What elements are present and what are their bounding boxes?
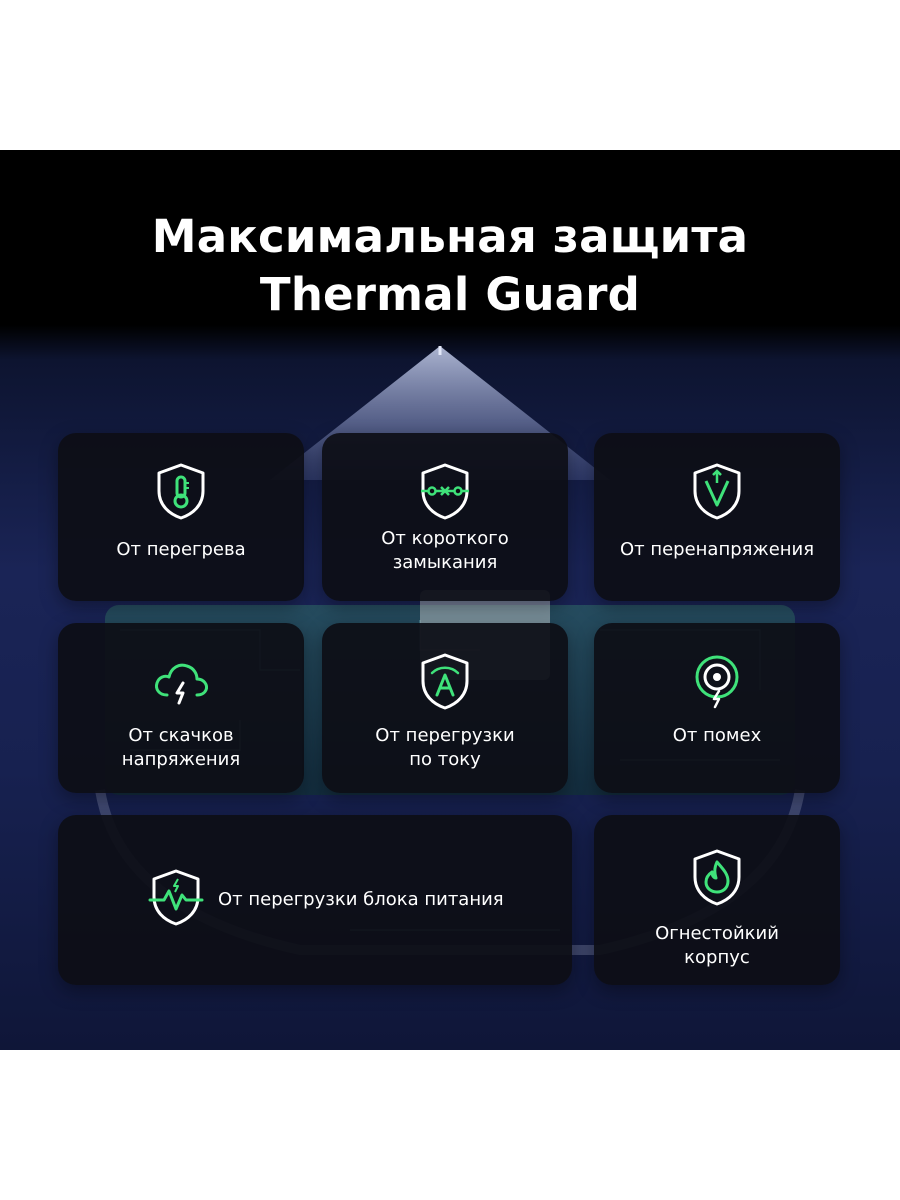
feature-label: От помех — [672, 725, 762, 746]
flame-shield-icon — [687, 847, 747, 907]
feature-card-current-overload: От перегрузки по току — [322, 623, 568, 793]
headline: Максимальная защита Thermal Guard — [0, 208, 900, 324]
headline-line-1: Максимальная защита — [151, 210, 749, 263]
feature-label: От скачков напряжения — [121, 725, 241, 770]
feature-card-overvoltage: От перенапряжения — [594, 433, 840, 601]
feature-label: Огнестойкий корпус — [655, 923, 779, 968]
feature-card-fireproof: Огнестойкий корпус — [594, 815, 840, 985]
headline-line-2: Thermal Guard — [259, 268, 641, 321]
overvoltage-shield-icon — [687, 461, 747, 521]
pulse-shield-icon — [146, 867, 206, 927]
feature-card-interference: От помех — [594, 623, 840, 793]
feature-label: От перегрева — [116, 539, 246, 560]
feature-card-short-circuit: От короткого замыкания — [322, 433, 568, 601]
feature-card-overheat: От перегрева — [58, 433, 304, 601]
cloud-lightning-icon — [151, 653, 211, 713]
feature-label: От перегрузки по току — [375, 725, 515, 770]
feature-label: От короткого замыкания — [381, 528, 509, 573]
short-circuit-shield-icon — [415, 461, 475, 521]
feature-card-psu-overload: От перегрузки блока питания — [58, 815, 572, 985]
feature-label: От перенапряжения — [619, 539, 815, 560]
interference-signal-icon — [687, 653, 747, 713]
current-overload-shield-icon — [415, 651, 475, 711]
feature-card-surges: От скачков напряжения — [58, 623, 304, 793]
protection-panel: Максимальная защита Thermal Guard От пер… — [0, 150, 900, 1050]
feature-label: От перегрузки блока питания — [218, 889, 504, 910]
thermometer-shield-icon — [151, 461, 211, 521]
